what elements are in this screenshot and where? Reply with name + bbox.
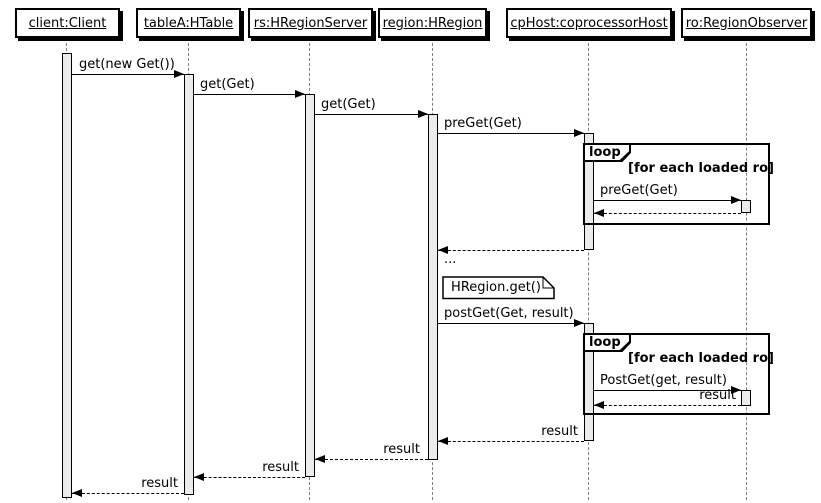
loop-fragment-post-operator: loop (585, 335, 629, 350)
return-label-result-cphost: result (541, 424, 578, 439)
return-line-preget (438, 250, 584, 251)
note-text: HRegion.get() (451, 280, 541, 295)
participant-client-label: client:Client (28, 15, 107, 31)
activation-ro-pre (741, 200, 751, 213)
participant-rs-label: rs:HRegionServer (253, 15, 368, 31)
return-label-result-ro: result (699, 388, 736, 403)
message-label-get-1: get(Get) (200, 77, 255, 92)
arrowhead-right-icon (574, 129, 584, 137)
message-label-preget: preGet(Get) (444, 116, 522, 131)
return-line-result-cphost (438, 441, 584, 442)
participant-tableA: tableA:HTable (136, 8, 241, 38)
arrowhead-right-icon (418, 110, 428, 118)
message-label-postget: postGet(Get, result) (444, 306, 574, 321)
loop-fragment-pre-tab: loop (583, 143, 631, 162)
message-line-get-2 (315, 114, 428, 115)
arrowhead-left-icon (315, 455, 325, 463)
arrowhead-left-icon (594, 401, 604, 409)
message-label-postget-ro: PostGet(get, result) (600, 373, 727, 388)
loop-fragment-pre-operator: loop (585, 145, 629, 160)
arrowhead-right-icon (574, 319, 584, 327)
arrowhead-right-icon (731, 386, 741, 394)
arrowhead-left-icon (438, 246, 448, 254)
participant-tableA-label: tableA:HTable (143, 15, 234, 31)
participant-client: client:Client (15, 8, 120, 38)
participant-ro-label: ro:RegionObserver (685, 15, 808, 31)
participant-cpHost: cpHost:coprocessorHost (506, 8, 672, 38)
loop-fragment-pre (583, 143, 770, 225)
loop-fragment-post (583, 333, 770, 415)
loop-fragment-pre-guard: [for each loaded ro] (628, 161, 774, 176)
message-line-get-1 (194, 94, 305, 95)
activation-rs (305, 94, 315, 477)
message-line-postget-ro (594, 390, 741, 391)
arrowhead-left-icon (72, 489, 82, 497)
message-line-preget-ro (594, 200, 741, 201)
return-label-result-tablea: result (141, 476, 178, 491)
arrowhead-left-icon (594, 209, 604, 217)
participant-region: region:HRegion (378, 8, 487, 38)
lifeline-ro (746, 38, 747, 500)
activation-tableA (184, 74, 194, 495)
loop-fragment-post-tab: loop (583, 333, 631, 352)
participant-ro: ro:RegionObserver (681, 8, 812, 38)
loop-fragment-post-guard: [for each loaded ro] (628, 351, 774, 366)
message-line-preget (438, 133, 584, 134)
activation-client (62, 53, 72, 498)
return-line-result-region (315, 459, 428, 460)
return-line-result-tablea (72, 493, 184, 494)
return-label-result-region: result (383, 442, 420, 457)
message-line-get-new-get (72, 74, 184, 75)
activation-region (428, 114, 438, 460)
lifeline-cpHost (588, 38, 589, 500)
arrowhead-left-icon (194, 473, 204, 481)
arrowhead-right-icon (731, 196, 741, 204)
message-line-postget (438, 323, 584, 324)
message-label-preget-ro: preGet(Get) (600, 183, 678, 198)
message-label-get-new-get: get(new Get()) (79, 57, 175, 72)
message-label-get-2: get(Get) (321, 97, 376, 112)
participant-rs: rs:HRegionServer (248, 8, 373, 38)
return-line-result-ro (594, 405, 741, 406)
participant-region-label: region:HRegion (382, 15, 483, 31)
arrowhead-right-icon (174, 70, 184, 78)
return-line-result-rs (194, 477, 305, 478)
ellipsis-label: ... (444, 252, 457, 267)
participant-cpHost-label: cpHost:coprocessorHost (510, 15, 668, 31)
arrowhead-right-icon (295, 90, 305, 98)
return-line-preget-ro (594, 213, 741, 214)
activation-ro-post (741, 390, 751, 406)
return-label-result-rs: result (262, 460, 299, 475)
note-icon (442, 276, 555, 300)
arrowhead-left-icon (438, 437, 448, 445)
